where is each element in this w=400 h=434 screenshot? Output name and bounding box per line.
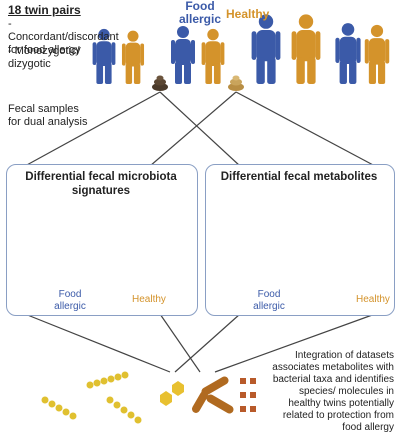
- top-connector-lines: [24, 91, 376, 167]
- concordance-bullet: - Concordant/discordant for food allergy: [8, 18, 119, 56]
- stool-icon-light: [228, 75, 244, 91]
- twin-figures: [92, 14, 390, 85]
- metabolites-panel-title: Differential fecal metabolites: [220, 171, 378, 183]
- metabolites-panel: [205, 164, 395, 316]
- integration-text: Integration of datasets associates metab…: [272, 350, 394, 433]
- bottom-connector-lines: [24, 313, 376, 373]
- zygosity-bullet: - Monozygotic/ dizygotic: [8, 45, 80, 70]
- twin-pairs-title: 18 twin pairs: [8, 3, 81, 17]
- microbiota-panel: [6, 164, 198, 316]
- microbiota-food-allergic-label: Food allergic: [54, 289, 86, 312]
- metabolites-healthy-label: Healthy: [356, 294, 390, 305]
- microbiota-healthy-label: Healthy: [132, 294, 166, 305]
- microbiota-panel-title: Differential fecal microbiota signatures: [25, 171, 177, 197]
- fecal-samples-text: Fecal samples for dual analysis: [8, 103, 88, 128]
- metabolites-food-allergic-label: Food allergic: [253, 289, 285, 312]
- food-allergic-header-label: Food allergic: [178, 0, 222, 26]
- healthy-header-label: Healthy: [226, 7, 270, 21]
- stool-icon-dark: [152, 75, 168, 91]
- integration-illustration: [41, 371, 256, 424]
